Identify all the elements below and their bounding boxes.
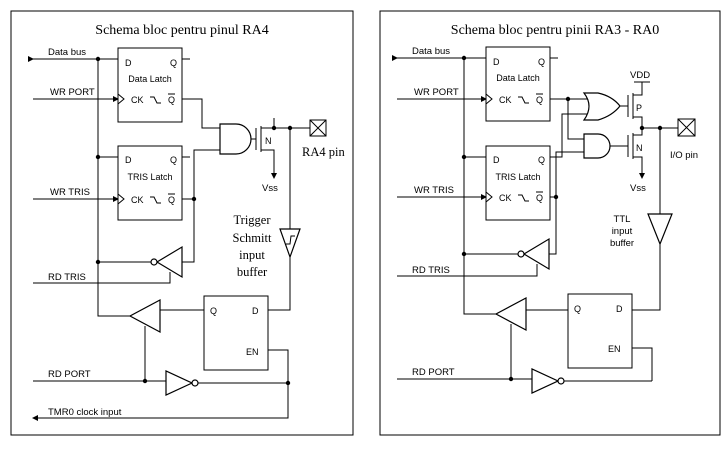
right-buffer-label-line-1: TTL — [614, 214, 631, 225]
right-rd-port-label: RD PORT — [412, 367, 455, 378]
right-junction-drain — [639, 125, 645, 131]
left-input-latch: Q D EN — [203, 295, 269, 371]
right-rd-port-inverter — [531, 368, 560, 394]
left-rd-tris-label: RD TRIS — [48, 272, 86, 283]
left-data-bus-vertical — [97, 59, 130, 317]
left-panel-title: Schema bloc pentru pinul RA4 — [95, 23, 268, 38]
right-data-latch: D Q Data Latch CK Q — [485, 46, 551, 122]
left-junction-en — [285, 380, 291, 386]
right-rd-tris-line — [397, 264, 538, 277]
right-tris-latch: D Q TRIS Latch CK Q — [485, 145, 551, 221]
left-nmos-label: N — [265, 136, 272, 146]
right-ttl-buffer — [647, 213, 673, 246]
right-pin-label: I/O pin — [670, 150, 698, 161]
right-buffer-label-line-3: buffer — [610, 238, 634, 249]
left-panel: Schema bloc pentru pinul RA4 Data bus WR… — [10, 10, 354, 436]
left-tris-latch-q-pin: Q — [170, 155, 177, 165]
left-rd-port-inverter — [165, 370, 194, 396]
left-tris-latch: D Q TRIS Latch CK Q — [117, 145, 183, 221]
right-tris-latch-q-pin: Q — [538, 155, 545, 165]
right-data-bus-label: Data bus — [412, 46, 450, 57]
right-input-latch-en-pin: EN — [608, 344, 621, 354]
left-rd-tris-buffer — [155, 245, 183, 279]
left-rd-port-label: RD PORT — [48, 369, 91, 380]
right-data-latch-q-pin: Q — [538, 57, 545, 67]
left-buffer-label-line-4: buffer — [237, 265, 268, 279]
left-input-latch-en-pin: EN — [246, 347, 259, 357]
right-data-bus-vertical — [463, 58, 496, 315]
right-vdd-label: VDD — [630, 70, 650, 81]
right-tris-latch-name: TRIS Latch — [495, 172, 540, 182]
left-rd-tris-line — [33, 272, 171, 284]
left-data-latch-edge-icon — [150, 96, 161, 104]
left-buffer-label-line-3: input — [239, 248, 265, 262]
left-data-latch-q-pin: Q — [170, 58, 177, 68]
left-data-latch-name: Data Latch — [128, 74, 172, 84]
right-and-gate — [583, 133, 611, 159]
left-data-bus-label: Data bus — [48, 47, 86, 58]
right-data-latch-d-pin: D — [493, 57, 500, 67]
left-tris-latch-qbar-pin: Q — [168, 195, 175, 205]
right-nmos-label: N — [636, 143, 643, 153]
left-pin-label: RA4 pin — [302, 145, 345, 159]
left-tris-latch-edge-icon — [150, 196, 161, 204]
right-rd-tris-label: RD TRIS — [412, 265, 450, 276]
right-nmos-transistor: N — [627, 128, 643, 166]
left-data-latch: D Q Data Latch CK Q — [117, 47, 183, 123]
left-vss-label: Vss — [262, 183, 278, 194]
right-data-latch-ck-pin: CK — [499, 95, 512, 105]
left-buffer-label-line-2: Schmitt — [233, 231, 272, 245]
left-latch-to-and-line — [182, 98, 220, 129]
left-tris-latch-name: TRIS Latch — [127, 172, 172, 182]
right-buffer-label-line-2: input — [612, 226, 633, 237]
left-tris-to-and-line — [182, 149, 220, 200]
left-wr-port-label: WR PORT — [50, 87, 95, 98]
right-data-latch-name: Data Latch — [496, 73, 540, 83]
right-input-latch-d-pin: D — [616, 304, 623, 314]
right-input-latch: Q D EN — [567, 293, 633, 369]
left-tris-latch-ck-pin: CK — [131, 195, 144, 205]
left-data-latch-d-pin: D — [125, 58, 132, 68]
right-pmos-transistor: P — [627, 82, 643, 128]
left-input-latch-q-pin: Q — [210, 306, 217, 316]
left-tmr0-line — [32, 394, 289, 421]
right-rd-port-buffer — [494, 297, 527, 331]
right-io-pin-icon — [677, 118, 696, 137]
right-wr-port-label: WR PORT — [414, 87, 459, 98]
right-panel-title: Schema bloc pentru pinii RA3 - RA0 — [451, 23, 659, 38]
right-tris-latch-d-pin: D — [493, 155, 500, 165]
left-junction-drain — [271, 125, 277, 131]
right-pmos-label: P — [636, 103, 642, 113]
left-io-pin-icon — [309, 119, 327, 137]
left-input-latch-d-pin: D — [252, 306, 259, 316]
right-tris-latch-qbar-pin: Q — [536, 193, 543, 203]
right-wr-tris-label: WR TRIS — [414, 185, 454, 196]
right-tris-latch-edge-icon — [518, 194, 529, 202]
left-buffer-label-line-1: Trigger — [233, 213, 271, 227]
right-data-latch-edge-icon — [518, 96, 529, 104]
right-input-latch-q-pin: Q — [574, 304, 581, 314]
right-tris-latch-ck-pin: CK — [499, 193, 512, 203]
left-rd-port-buffer — [128, 299, 161, 333]
left-schmitt-icon — [286, 235, 295, 245]
right-or-gate — [582, 92, 621, 121]
left-tmr0-label: TMR0 clock input — [48, 407, 122, 418]
right-data-latch-qbar-pin: Q — [536, 95, 543, 105]
right-rd-tris-buffer — [522, 237, 550, 271]
left-wr-tris-label: WR TRIS — [50, 187, 90, 198]
left-data-latch-qbar-pin: Q — [168, 95, 175, 105]
left-tris-latch-d-pin: D — [125, 155, 132, 165]
right-vss-label: Vss — [630, 183, 646, 194]
left-data-latch-ck-pin: CK — [131, 95, 144, 105]
right-panel: Schema bloc pentru pinii RA3 - RA0 Data … — [379, 10, 721, 436]
left-and-gate — [219, 123, 252, 155]
